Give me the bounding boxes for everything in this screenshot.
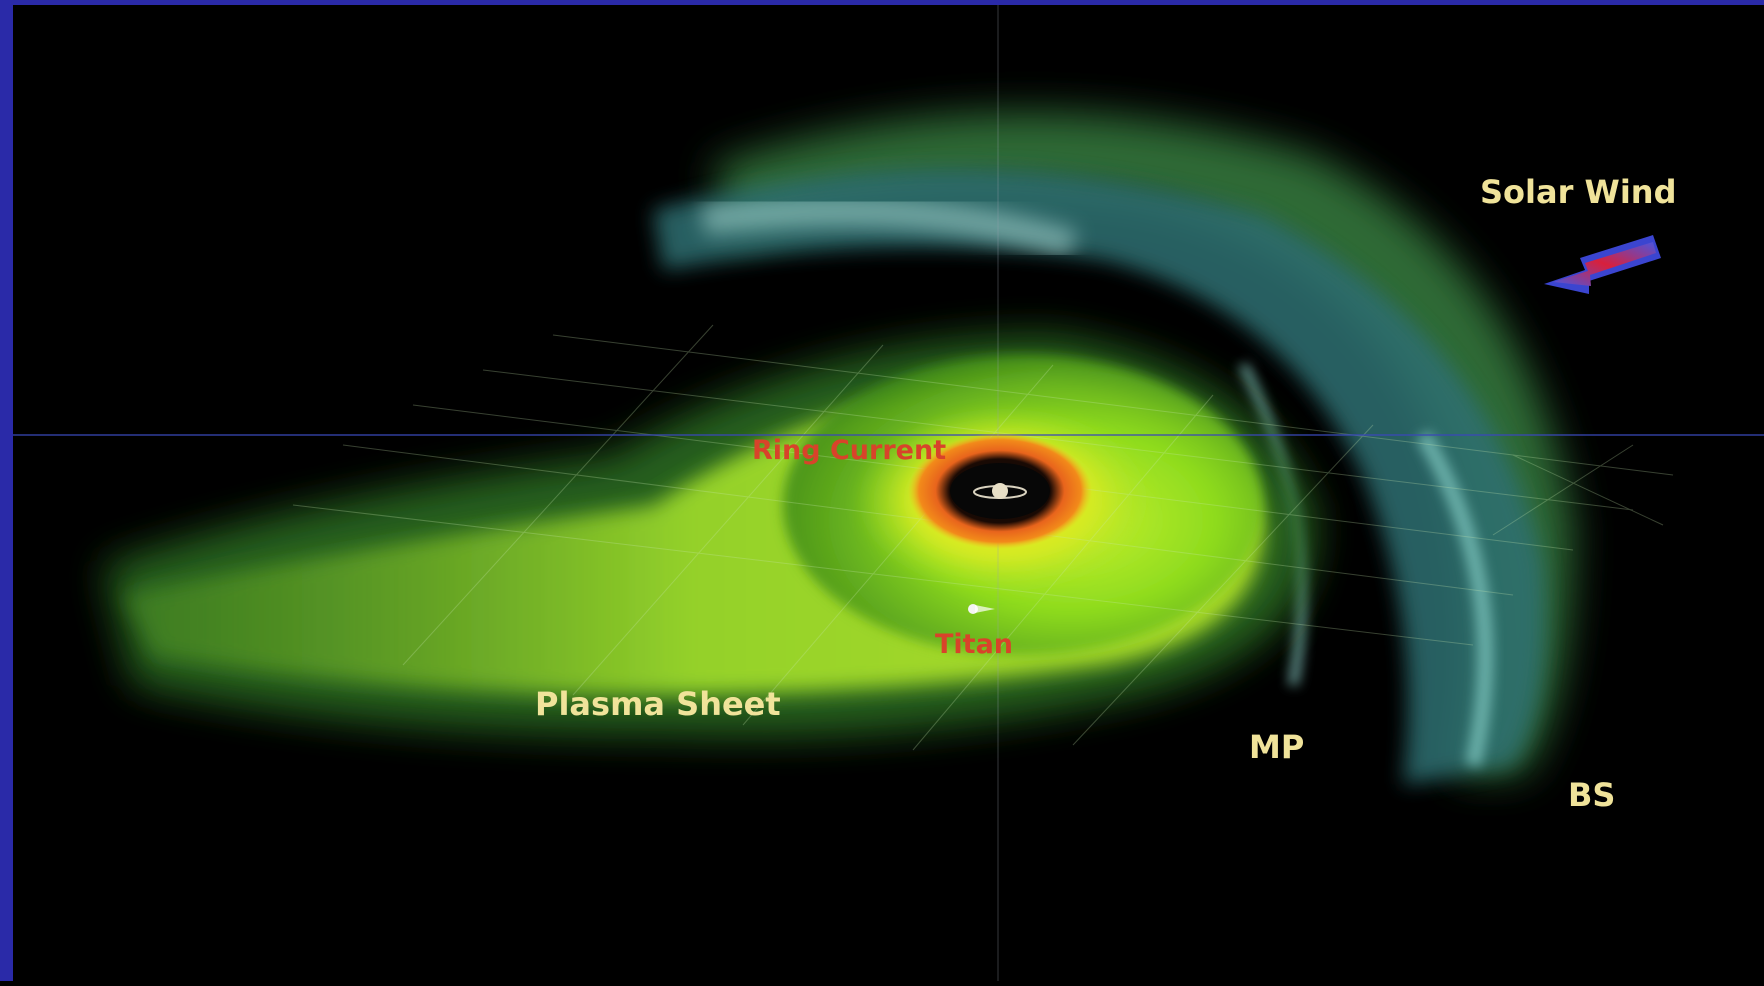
magnetosphere-svg bbox=[13, 5, 1764, 981]
magnetopause-label: MP bbox=[1249, 728, 1305, 766]
plasma-sheet-label: Plasma Sheet bbox=[535, 685, 781, 723]
titan-label: Titan bbox=[935, 629, 1014, 660]
titan-icon bbox=[968, 604, 995, 614]
ring-current-label: Ring Current bbox=[752, 435, 947, 466]
magnetosphere-illustration: Solar Wind Ring Current Titan Plasma She… bbox=[13, 5, 1764, 981]
solar-wind-arrow-icon bbox=[1544, 235, 1661, 294]
equatorial-grid bbox=[292, 324, 1674, 751]
frame-border-left bbox=[0, 0, 13, 981]
saturn-icon bbox=[973, 483, 1027, 499]
plasma-sheet-body bbox=[103, 335, 1315, 737]
solar-wind-label: Solar Wind bbox=[1480, 173, 1677, 211]
bow-shock-label: BS bbox=[1568, 776, 1616, 814]
frame-border-top bbox=[0, 0, 1764, 5]
